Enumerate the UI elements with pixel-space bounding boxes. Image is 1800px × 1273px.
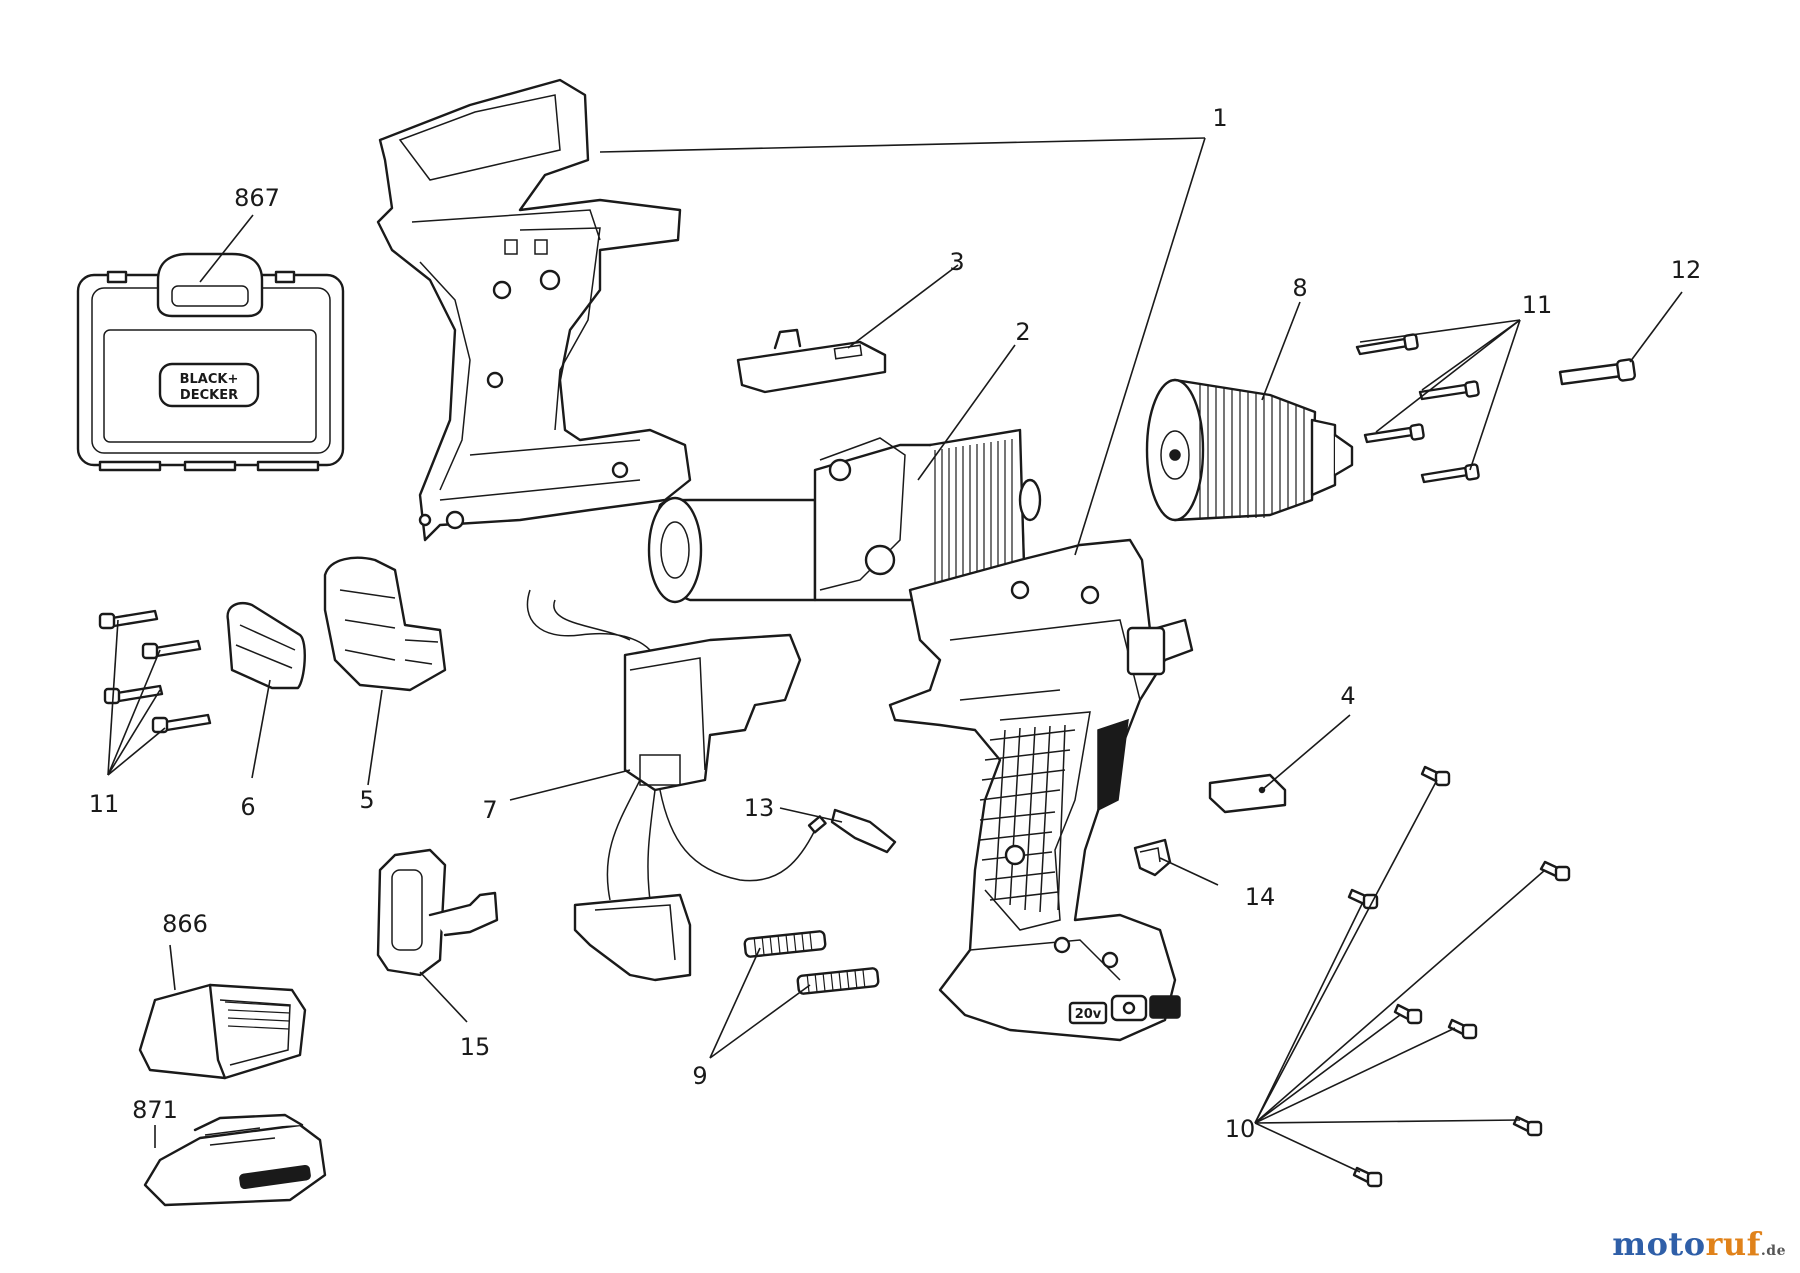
callout-4: 4 (1340, 682, 1355, 710)
keyless-chuck-part (1145, 378, 1354, 522)
screws-left-part (98, 609, 212, 734)
callout-10: 10 (1225, 1115, 1256, 1143)
callout-5: 5 (359, 786, 374, 814)
battery-pack-part (143, 1113, 327, 1207)
rear-cap-part (226, 601, 306, 690)
watermark-main: moto (1612, 1225, 1706, 1263)
callout-867: 867 (234, 184, 280, 212)
battery-voltage-label: 20v (1075, 1007, 1102, 1022)
callout-14: 14 (1245, 883, 1276, 911)
callout-12: 12 (1671, 256, 1702, 284)
switch-insulator-part (830, 808, 897, 854)
callout-11-left: 11 (89, 790, 120, 818)
callout-11-right: 11 (1522, 291, 1553, 319)
housing-half-right-part: 20v (888, 538, 1194, 1042)
callout-3: 3 (949, 248, 964, 276)
watermark-accent: ruf (1705, 1225, 1761, 1263)
callout-8: 8 (1292, 274, 1307, 302)
chuck-knurl-hatching (1199, 385, 1305, 518)
watermark-tld: .de (1760, 1243, 1786, 1259)
callout-6: 6 (240, 793, 255, 821)
case-logo-line1: BLACK+ (180, 372, 239, 387)
charger-contacts (224, 1001, 291, 1030)
motor-gearbox-part (647, 428, 1042, 604)
belt-clip-part (376, 848, 499, 977)
callout-866: 866 (162, 910, 208, 938)
housing-half-left-part (376, 78, 692, 542)
callout-7: 7 (482, 796, 497, 824)
direction-switch-part (736, 328, 887, 394)
charger-part (138, 983, 307, 1080)
callout-9: 9 (692, 1062, 707, 1090)
leader-lines (107, 137, 1683, 1173)
carry-case-part: BLACK+ DECKER (76, 252, 345, 472)
callout-15: 15 (460, 1033, 491, 1061)
case-logo-line2: DECKER (180, 388, 238, 403)
callout-871: 871 (132, 1096, 178, 1124)
callout-1: 1 (1212, 104, 1227, 132)
screws-right-part (1355, 333, 1480, 484)
trigger-switch-part (526, 589, 827, 982)
watermark-logo: motoruf.de (1612, 1225, 1786, 1263)
callout-2: 2 (1015, 318, 1030, 346)
springs-part (743, 930, 880, 995)
motor-end-cap-part (323, 556, 447, 692)
wire-clip-part (1133, 838, 1172, 877)
callout-13: 13 (744, 794, 775, 822)
chuck-screw-part (1558, 358, 1636, 386)
callout-labels: 1 2 3 4 5 6 7 8 9 10 11 11 12 13 14 15 8… (89, 104, 1702, 1143)
housing-screws-part (1347, 765, 1571, 1188)
